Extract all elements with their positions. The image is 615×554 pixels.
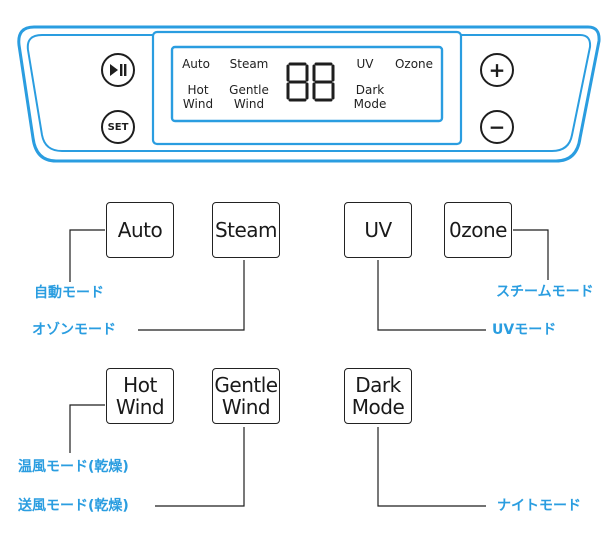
minus-icon: −: [488, 115, 506, 139]
leader-steam: [138, 260, 245, 331]
key-uv[interactable]: UV: [344, 202, 412, 258]
key-steam[interactable]: Steam: [212, 202, 280, 258]
plus-button[interactable]: +: [480, 53, 514, 87]
play-pause-icon: [110, 64, 127, 76]
callout-uv: UVモード: [492, 322, 557, 338]
minus-button[interactable]: −: [480, 110, 514, 144]
leader-auto: [69, 229, 105, 282]
callout-gentle-wind: 送風モード(乾燥): [18, 498, 129, 514]
set-button[interactable]: SET: [101, 110, 135, 144]
lcd-label-auto: Auto: [182, 57, 210, 71]
key-auto[interactable]: Auto: [106, 202, 174, 258]
lcd-label-hot-wind: Hot Wind: [182, 83, 214, 111]
callout-lines: [69, 229, 549, 507]
lcd-label-gentle-wind: Gentle Wind: [229, 83, 269, 111]
play-pause-button[interactable]: [101, 53, 135, 87]
panel-inner-outline: [26, 34, 592, 152]
callout-dark-mode: ナイトモード: [497, 498, 581, 514]
plus-icon: +: [488, 58, 506, 82]
seven-segment-digits: [286, 62, 335, 102]
key-dark-mode[interactable]: Dark Mode: [344, 368, 412, 424]
lcd-label-ozone: Ozone: [394, 57, 434, 71]
leader-hot-wind: [69, 404, 105, 453]
panel-outer-outline: [17, 25, 601, 163]
leader-ozone: [513, 229, 549, 280]
lcd-label-dark-mode: Dark Mode: [353, 83, 387, 111]
callout-auto: 自動モード: [34, 285, 104, 301]
callout-hot-wind: 温風モード(乾燥): [18, 459, 129, 475]
leader-gentle-wind: [155, 427, 245, 507]
lcd-label-uv: UV: [356, 57, 374, 71]
key-ozone[interactable]: 0zone: [444, 202, 512, 258]
leader-dark-mode: [377, 427, 486, 507]
callout-steam: オゾンモード: [32, 322, 116, 338]
leader-uv: [377, 260, 486, 331]
callout-ozone: スチームモード: [496, 284, 594, 300]
set-button-label: SET: [107, 121, 129, 133]
key-hot-wind[interactable]: Hot Wind: [106, 368, 174, 424]
lcd-label-steam: Steam: [229, 57, 269, 71]
key-gentle-wind[interactable]: Gentle Wind: [212, 368, 280, 424]
